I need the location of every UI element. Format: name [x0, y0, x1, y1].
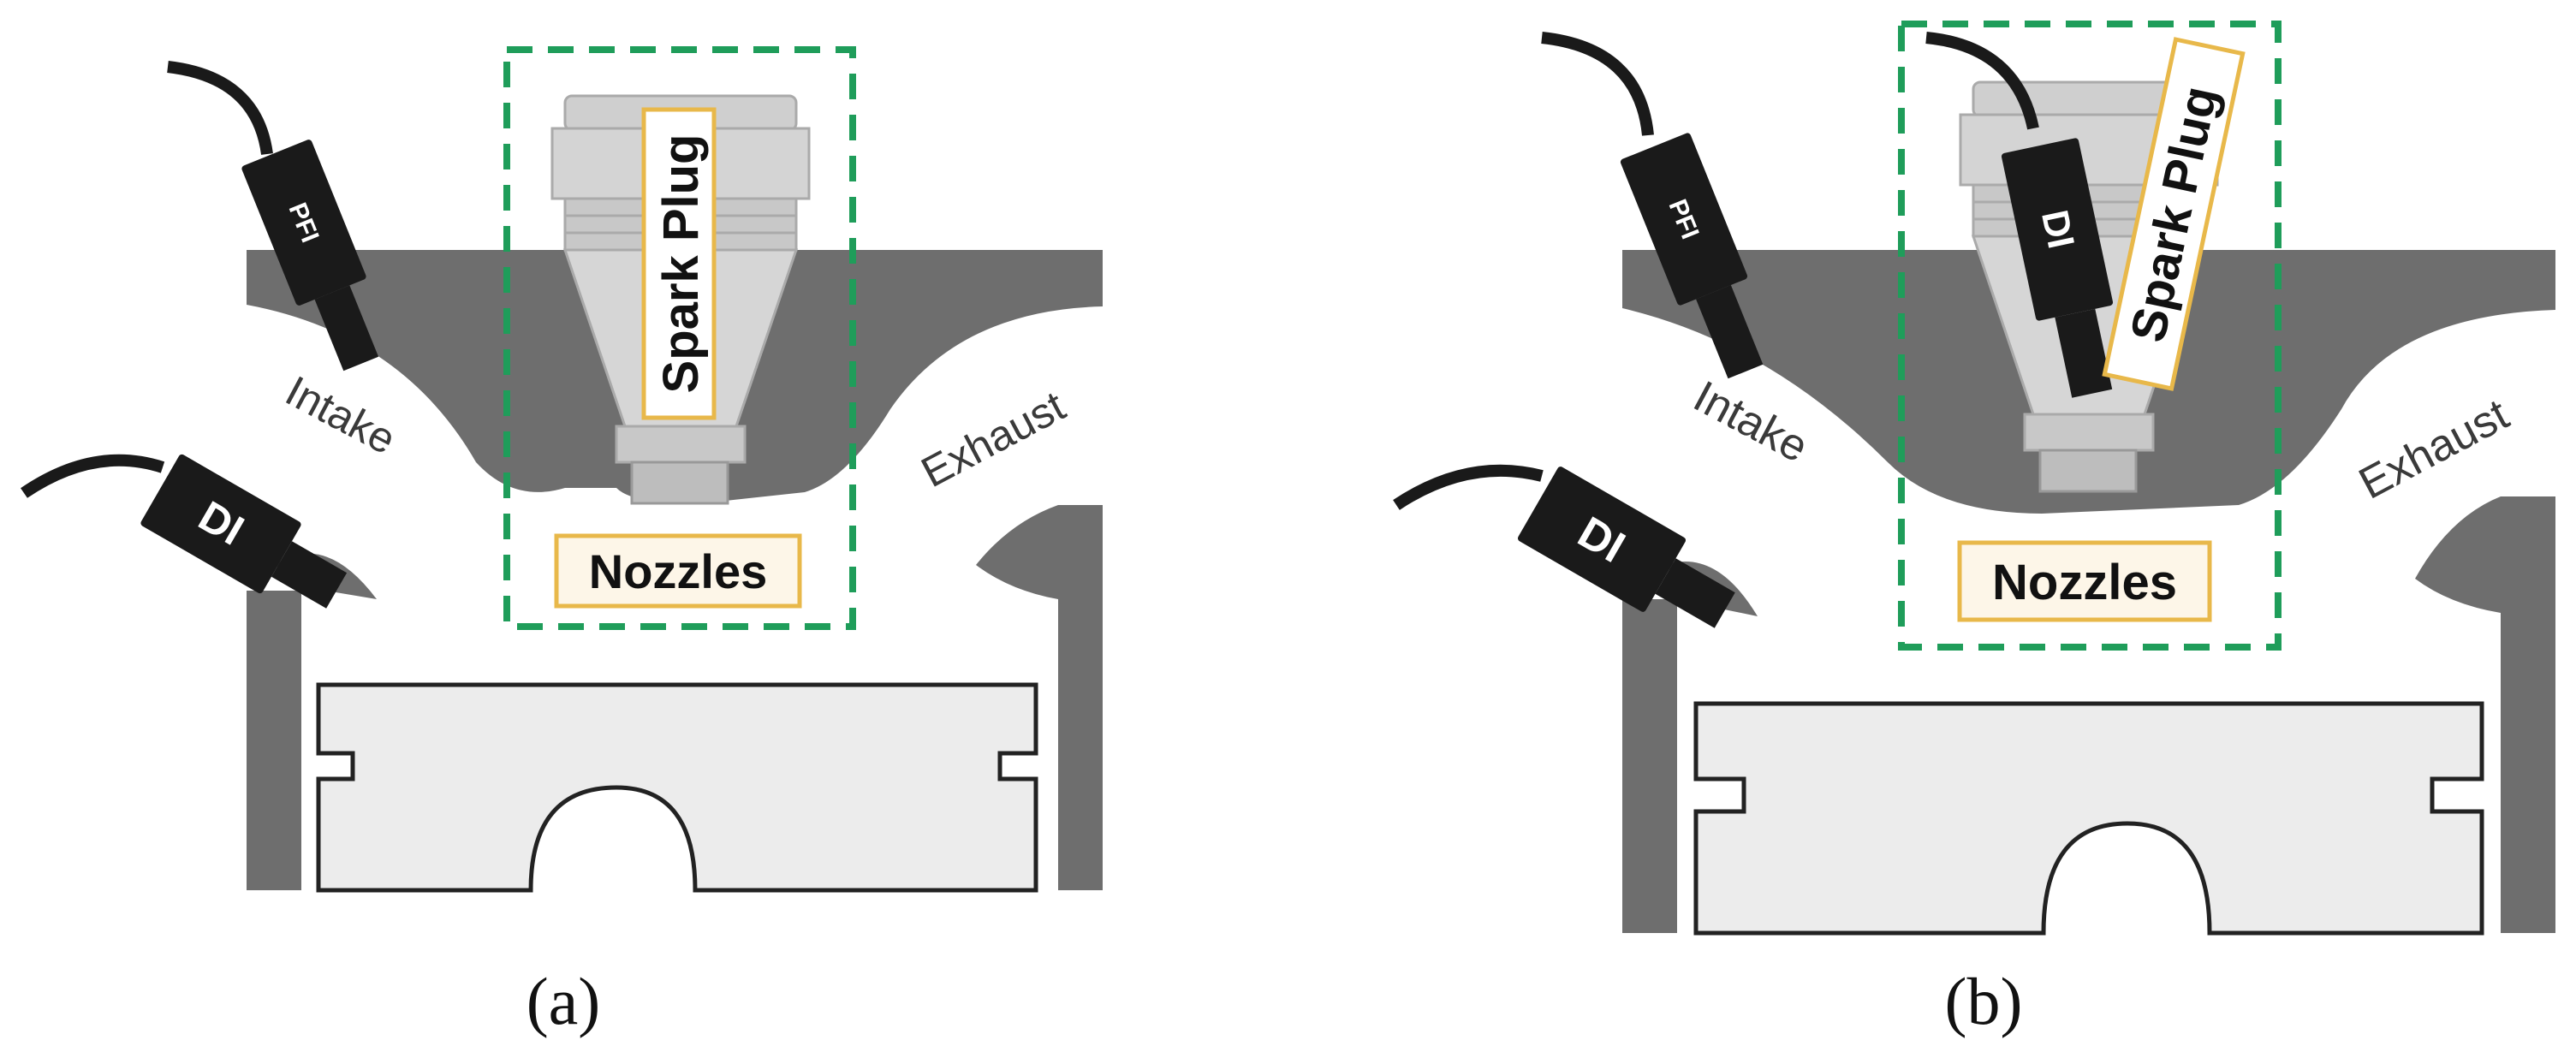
dashed-region — [503, 46, 856, 630]
cylinder-wall-left — [247, 591, 301, 890]
side-di-injector: DI — [1393, 464, 1735, 628]
panel-a-diagram: Spark Plug Nozzles PFI DI Intake Exhaust… — [21, 46, 1103, 1038]
panel-b: DI Spark Plug Nozzles PFI DI Intake Exha… — [1288, 0, 2576, 1052]
di-injector: DI — [21, 454, 348, 609]
panel-b-diagram: DI Spark Plug Nozzles PFI DI Intake Exha… — [1393, 21, 2555, 1038]
pfi-injector: PFI — [1541, 32, 1764, 379]
exhaust-label: Exhaust — [913, 382, 1073, 496]
cylinder-wall-right — [976, 505, 1103, 890]
nozzles-label-box — [554, 533, 802, 609]
pfi-injector: PFI — [167, 61, 379, 371]
spark-plug-label: Spark Plug — [653, 134, 709, 394]
nozzles-label: Nozzles — [1992, 555, 2177, 610]
intake-label: Intake — [278, 366, 404, 463]
intake-label: Intake — [1686, 371, 1816, 473]
central-di-injector: DI — [1925, 32, 2114, 398]
nozzles-label-box — [1957, 540, 2212, 622]
cylinder-wall-left — [1622, 599, 1677, 933]
nozzles-label: Nozzles — [589, 544, 768, 598]
cylinder-wall-right — [2415, 496, 2555, 933]
panel-a: Spark Plug Nozzles PFI DI Intake Exhaust… — [21, 46, 1103, 1038]
spark-plug-label-box — [2102, 37, 2246, 391]
spark-plug-label-box — [641, 107, 717, 420]
caption-a: (a) — [527, 964, 601, 1038]
exhaust-label: Exhaust — [2351, 389, 2517, 509]
dashed-region — [1898, 21, 2282, 651]
spark-plug-label-group: Spark Plug — [2102, 37, 2246, 391]
caption-b: (b) — [1945, 964, 2023, 1038]
central-di-label: DI — [2033, 206, 2082, 252]
piston — [1693, 701, 2484, 936]
piston — [316, 682, 1038, 893]
